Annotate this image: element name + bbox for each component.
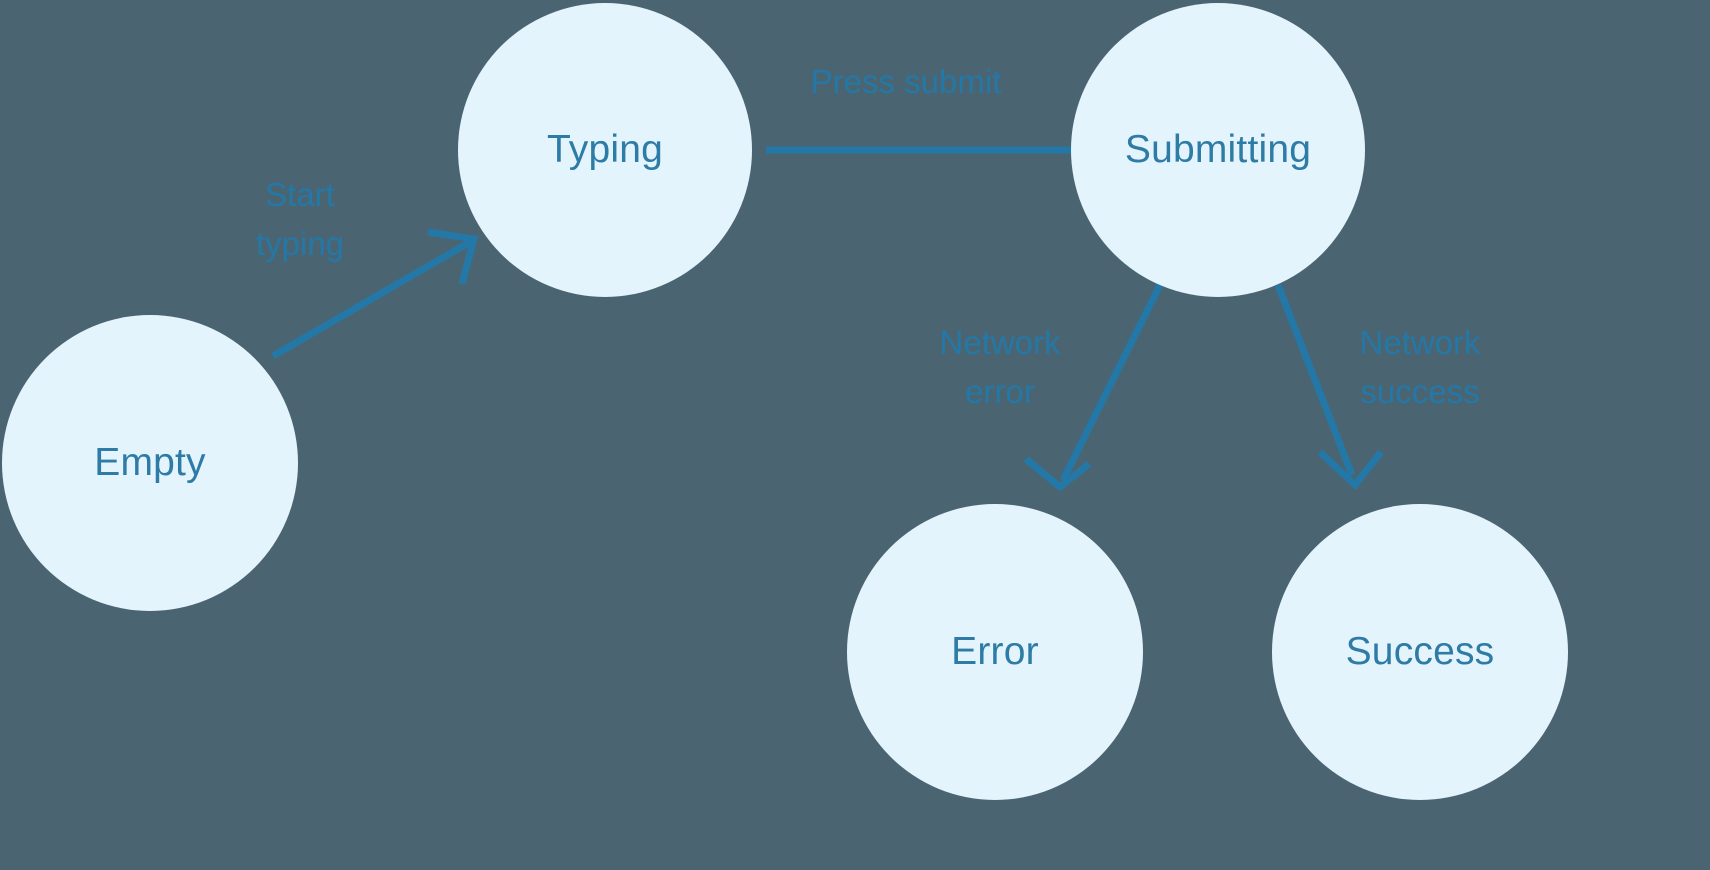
state-node-success[interactable]: Success <box>1272 504 1568 800</box>
state-node-label: Success <box>1345 630 1495 673</box>
state-node-typing[interactable]: Typing <box>458 3 752 297</box>
state-node-label: Empty <box>94 441 206 484</box>
edge-label-network-error: Network error <box>939 324 1061 410</box>
edge-empty-to-typing <box>271 228 479 360</box>
state-node-label: Error <box>951 630 1039 673</box>
state-node-empty[interactable]: Empty <box>2 315 298 611</box>
state-node-label: Submitting <box>1124 128 1312 171</box>
edge-label-network-success: Network success <box>1359 324 1481 410</box>
edge-label-press-submit: Press submit <box>810 63 1002 100</box>
edge-label-start-typing: Start typing <box>255 176 345 262</box>
edge-submitting-to-success <box>1274 283 1384 491</box>
state-node-submitting[interactable]: Submitting <box>1071 3 1365 297</box>
state-node-error[interactable]: Error <box>847 504 1143 800</box>
edge-submitting-to-error <box>1023 283 1164 492</box>
state-node-label: Typing <box>546 128 664 171</box>
